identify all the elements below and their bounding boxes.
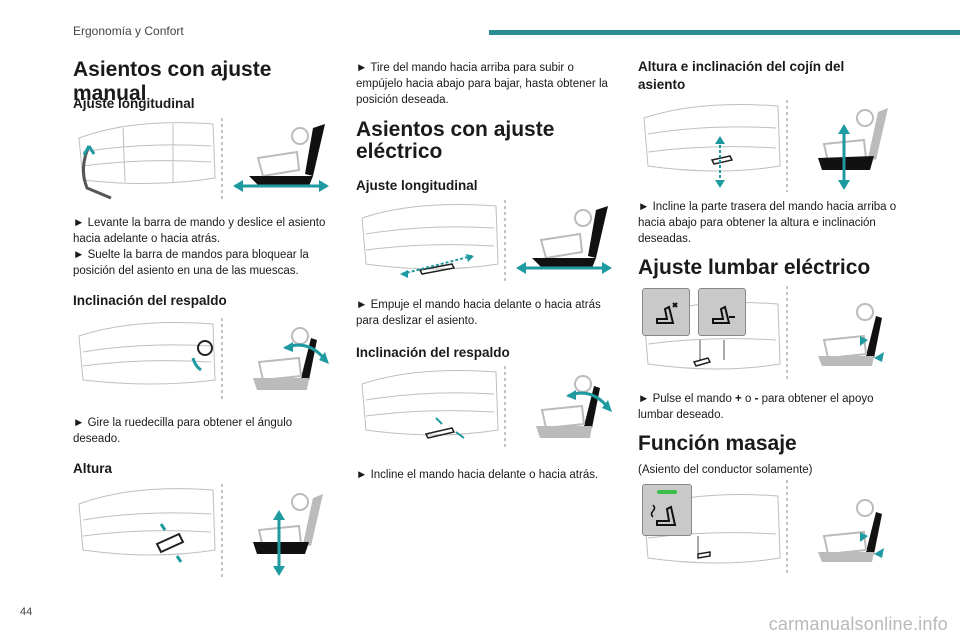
figure-lumbar <box>638 286 900 382</box>
figure-manual-longitudinal <box>73 118 335 202</box>
text-electric-long: ► Empuje el mando hacia delante o hacia … <box>356 299 601 327</box>
heading-longitudinal-manual: Ajuste longitudinal <box>73 96 195 111</box>
page-number: 44 <box>20 606 33 618</box>
section-title-massage: Función masaje <box>638 432 797 455</box>
massage-button-icon <box>642 484 692 536</box>
figure-cushion <box>638 100 900 192</box>
watermark: carmanualsonline.info <box>768 614 948 634</box>
running-header: Ergonomía y Confort <box>73 24 184 38</box>
text-manual-height: ► Tire del mando hacia arriba para subir… <box>356 62 608 106</box>
text-lumbar: ► Pulse el mando + o - para obtener el a… <box>638 391 900 423</box>
lumbar-button-icon-right <box>698 288 746 336</box>
figure-manual-backrest <box>73 318 335 402</box>
lumbar-plus: + <box>735 393 742 405</box>
heading-cushion-l2: asiento <box>638 77 686 92</box>
text-manual-long-2: ► Suelte la barra de mandos para bloquea… <box>73 249 309 277</box>
text-electric-backrest: ► Incline el mando hacia delante o hacia… <box>356 469 599 481</box>
text-lumbar-b: para obtener el apoyo lumbar deseado. <box>638 393 874 421</box>
text-manual-long-1: ► Levante la barra de mando y deslice el… <box>73 217 326 245</box>
heading-longitudinal-electric: Ajuste longitudinal <box>356 178 478 193</box>
heading-backrest-manual: Inclinación del respaldo <box>73 293 227 308</box>
section-title-electric-l1: Asientos con ajuste <box>356 118 555 141</box>
heading-backrest-electric: Inclinación del respaldo <box>356 345 510 360</box>
heading-height-manual: Altura <box>73 461 113 476</box>
text-lumbar-o: o <box>741 393 755 405</box>
figure-electric-backrest <box>356 366 618 450</box>
heading-cushion-l1: Altura e inclinación del cojín del <box>638 59 845 74</box>
section-title-manual: Asientos con ajuste manual <box>73 58 272 105</box>
text-manual-backrest: ► Gire la ruedecilla para obtener el áng… <box>73 417 293 445</box>
figure-manual-height <box>73 484 335 578</box>
section-title-electric-l2: eléctrico <box>356 140 443 163</box>
section-title-lumbar: Ajuste lumbar eléctrico <box>638 256 871 279</box>
header-accent-bar <box>489 30 960 35</box>
figure-massage <box>638 480 900 576</box>
lumbar-minus: - <box>754 393 759 405</box>
text-cushion: ► Incline la parte trasera del mando hac… <box>638 201 897 245</box>
text-massage-note: (Asiento del conductor solamente) <box>638 464 813 476</box>
text-lumbar-a: ► Pulse el mando <box>638 393 736 405</box>
lumbar-button-icon-left <box>642 288 690 336</box>
figure-electric-longitudinal <box>356 200 618 284</box>
